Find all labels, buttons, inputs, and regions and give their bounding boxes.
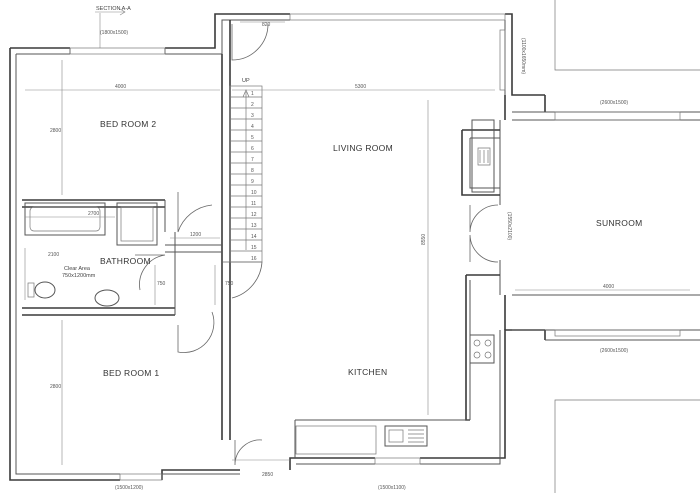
windows xyxy=(69,13,681,481)
dim-door-bottom: 2850 xyxy=(262,472,273,478)
stair-number: 3 xyxy=(251,113,254,119)
stair-up-label: UP xyxy=(242,78,250,84)
fixtures xyxy=(24,119,495,455)
stair-number: 4 xyxy=(251,124,254,130)
window-label-bed1: (1500x1200) xyxy=(115,485,143,491)
window-label-sun-top: (2600x1500) xyxy=(600,100,628,106)
stair-number: 15 xyxy=(251,245,257,251)
door-hall xyxy=(222,261,263,299)
stair-number: 2 xyxy=(251,102,254,108)
hob xyxy=(469,334,495,364)
stair-number: 12 xyxy=(251,212,257,218)
dimension-labels: 4000 2800 2700 2100 1200 750 750 2800 53… xyxy=(48,22,614,478)
dimension-lines xyxy=(24,8,690,465)
label-bedroom2: BED ROOM 2 xyxy=(100,119,156,129)
sink xyxy=(384,425,428,447)
door-top xyxy=(231,23,269,61)
stair-number: 6 xyxy=(251,146,254,152)
door-bed1 xyxy=(177,311,215,353)
stair-number: 9 xyxy=(251,179,254,185)
window-living-right xyxy=(499,29,506,91)
window-bed2-top xyxy=(69,47,166,55)
stair-number: 10 xyxy=(251,190,257,196)
section-label: SECTION A-A xyxy=(96,6,131,12)
stair-number: 1 xyxy=(251,91,254,97)
fireplace xyxy=(471,119,495,193)
window-living-top xyxy=(289,13,506,21)
label-kitchen: KITCHEN xyxy=(348,367,387,377)
room-labels: BED ROOM 2 BED ROOM 1 BATHROOM LIVING RO… xyxy=(100,119,643,378)
annotations: SECTION A-A Clear Area 750x1200mm UP xyxy=(62,6,250,279)
window-label-living-right: (1100x1650mm) xyxy=(520,38,526,74)
dim-hall-width: 1200 xyxy=(190,232,201,238)
window-label-door-right: (1550x2100) xyxy=(506,212,512,240)
clear-area-size: 750x1200mm xyxy=(62,273,96,279)
stair-number: 7 xyxy=(251,157,254,163)
door-bottom xyxy=(234,439,263,466)
doors xyxy=(135,23,499,466)
window-label-bed2: (1800x1500) xyxy=(100,30,128,36)
window-labels: (1800x1500) (1500x1200) (1500x1100) (260… xyxy=(100,30,628,491)
counter xyxy=(295,425,377,455)
bathtub xyxy=(24,202,106,236)
window-bed1-bottom xyxy=(119,473,163,481)
dim-bed1-height: 2800 xyxy=(50,384,61,390)
stair-number: 8 xyxy=(251,168,254,174)
stair-number: 14 xyxy=(251,234,257,240)
door-bed2 xyxy=(177,192,213,233)
dim-bed2-height: 2800 xyxy=(50,128,61,134)
door-sunroom xyxy=(469,204,499,263)
label-bedroom1: BED ROOM 1 xyxy=(103,368,159,378)
dim-living-width: 5300 xyxy=(355,84,366,90)
window-label-sun-bottom: (2600x1500) xyxy=(600,348,628,354)
dim-living-height: 8550 xyxy=(421,234,427,245)
basin xyxy=(94,289,120,307)
dim-door-top: 820 xyxy=(262,22,271,28)
dim-bed2-width: 4000 xyxy=(115,84,126,90)
dim-sun-width: 4000 xyxy=(603,284,614,290)
stair-number: 11 xyxy=(251,201,256,207)
exterior-walls xyxy=(9,0,700,493)
door-bath xyxy=(135,254,166,291)
window-sun-top xyxy=(554,111,681,121)
window-kitchen-bottom xyxy=(374,457,421,465)
window-sun-bottom xyxy=(554,329,681,337)
window-label-kitchen: (1500x1100) xyxy=(378,485,406,491)
stair-arrow xyxy=(242,89,250,250)
dim-hall-b: 750 xyxy=(225,281,234,287)
label-sunroom: SUNROOM xyxy=(596,218,643,228)
label-living-room: LIVING ROOM xyxy=(333,143,393,153)
dim-bath-width: 2700 xyxy=(88,211,99,217)
stair-number: 16 xyxy=(251,256,257,262)
shower xyxy=(116,202,158,246)
stair-number: 13 xyxy=(251,223,257,229)
dim-bath-height: 2100 xyxy=(48,252,59,258)
label-bathroom: BATHROOM xyxy=(100,256,151,266)
clear-area-label: Clear Area xyxy=(64,266,91,272)
toilet xyxy=(34,281,56,299)
dim-hall-a: 750 xyxy=(157,281,166,287)
stair-number: 5 xyxy=(251,135,254,141)
